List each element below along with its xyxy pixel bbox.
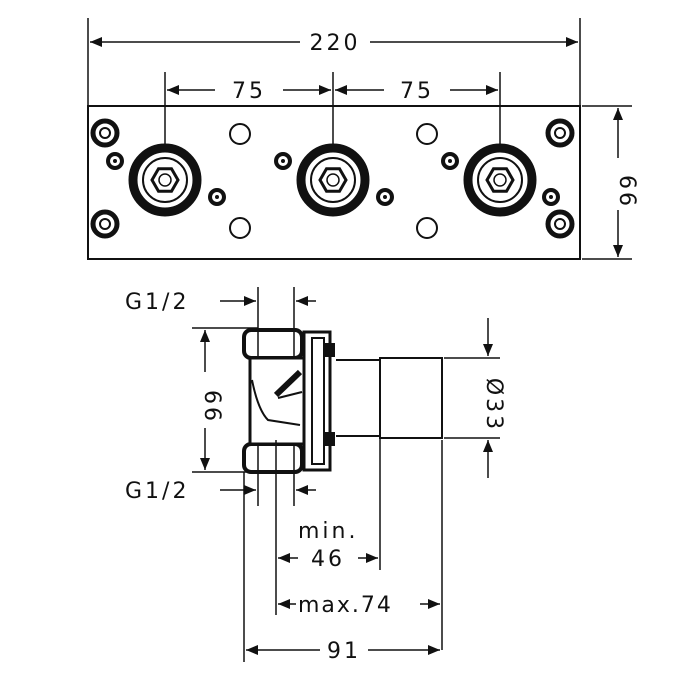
overall-depth-label: 91 <box>327 639 361 664</box>
valve-connection <box>296 143 370 217</box>
mounting-holes <box>229 123 438 239</box>
hole <box>416 217 438 239</box>
valve-connections <box>128 143 537 217</box>
diameter-dimension: Ø33 <box>444 318 506 478</box>
body-height-label: 66 <box>199 390 224 424</box>
hole <box>229 217 251 239</box>
min-depth-caption: min. <box>298 519 358 544</box>
fixing-ring <box>90 209 120 239</box>
overall-depth-dimension: 91 <box>243 472 440 664</box>
min-depth-dimension: min. 46 <box>275 438 381 615</box>
top-view: 220 75 75 66 <box>87 18 639 260</box>
fixing-ring <box>545 118 575 148</box>
thread-top-dimension: G1/2 <box>125 287 316 330</box>
fixing-ring <box>545 209 575 239</box>
screw <box>208 188 226 206</box>
screw <box>274 152 292 170</box>
valve-connection <box>128 143 202 217</box>
screw <box>376 188 394 206</box>
screw <box>441 152 459 170</box>
thread-bottom-label: G1/2 <box>125 479 189 504</box>
min-depth-label: 46 <box>311 547 345 572</box>
mounting-plate <box>87 105 581 260</box>
width-dimension: 220 <box>87 18 581 106</box>
hole <box>229 123 251 145</box>
spacing-right-label: 75 <box>400 79 434 104</box>
max-depth-label: max.74 <box>298 593 393 618</box>
thread-top-label: G1/2 <box>125 290 189 315</box>
corner-fixings <box>90 118 575 239</box>
valve-connection <box>463 143 537 217</box>
screw <box>106 152 124 170</box>
spacing-left-label: 75 <box>232 79 266 104</box>
plate-height-label: 66 <box>614 175 639 209</box>
width-label: 220 <box>310 31 361 56</box>
spacing-dimension: 75 75 <box>164 72 501 160</box>
max-depth-dimension: max.74 <box>278 440 443 650</box>
screws <box>106 152 560 206</box>
diameter-label: Ø33 <box>481 378 506 432</box>
screw <box>542 188 560 206</box>
valve-body <box>242 328 443 474</box>
fixing-ring <box>90 118 120 148</box>
thread-bottom-dimension: G1/2 <box>125 468 316 506</box>
hole <box>416 123 438 145</box>
plate-height-dimension: 66 <box>582 105 639 260</box>
side-view: G1/2 G1/2 66 <box>125 287 506 664</box>
